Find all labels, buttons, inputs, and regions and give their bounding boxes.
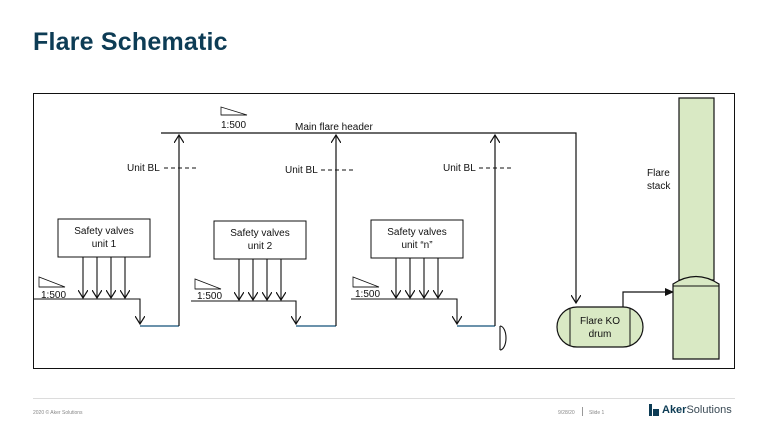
safety-valves-box-line1: Safety valves bbox=[387, 227, 446, 238]
safety-valves-box bbox=[213, 220, 307, 260]
safety-valves-box bbox=[57, 218, 151, 258]
unit-bl-label-2: Unit BL bbox=[285, 165, 318, 176]
safety-valves-box-line1: Safety valves bbox=[74, 226, 133, 237]
footer-date: 9/28/20 bbox=[558, 410, 575, 416]
safety-valves-box-line2: unit 2 bbox=[248, 241, 273, 252]
unit-bl-label-n: Unit BL bbox=[443, 163, 476, 174]
flare-ko-drum: Flare KO drum bbox=[556, 306, 644, 348]
unit-n-group: Safety valves unit “n” 1:500 Unit BL bbox=[351, 135, 511, 351]
safety-valves-box-line1: Safety valves bbox=[230, 228, 289, 239]
footer-slide-label: Slide 1 bbox=[589, 410, 605, 416]
safety-valves-box-line2: unit “n” bbox=[401, 240, 432, 251]
flare-stack-label-line2: stack bbox=[647, 181, 671, 192]
brand-wordmark: AkerSolutions bbox=[662, 404, 732, 416]
brand-bold: Aker bbox=[662, 404, 687, 416]
aker-logo-mark-icon bbox=[649, 404, 659, 416]
main-flare-header bbox=[161, 132, 576, 303]
header-slope-label: 1:500 bbox=[221, 120, 246, 131]
header-slope-indicator bbox=[220, 106, 248, 116]
unit-2-group: Safety valves unit 2 1:500 Unit BL bbox=[191, 135, 353, 327]
ko-drum-label-line2: drum bbox=[589, 329, 612, 340]
unit-n-slope-label: 1:500 bbox=[355, 289, 380, 300]
brand-light: Solutions bbox=[686, 404, 732, 416]
slide-title: Flare Schematic bbox=[33, 28, 228, 56]
footer-separator bbox=[582, 407, 583, 416]
aker-solutions-logo: AkerSolutions bbox=[649, 404, 732, 416]
footer-divider bbox=[33, 398, 735, 399]
unit-2-slope-label: 1:500 bbox=[197, 291, 222, 302]
flare-stack-label-line1: Flare bbox=[647, 168, 670, 179]
safety-valves-box bbox=[370, 219, 464, 259]
unit-1-slope-label: 1:500 bbox=[41, 290, 66, 301]
drain-cap bbox=[499, 325, 507, 351]
safety-valves-box-line2: unit 1 bbox=[92, 239, 117, 250]
unit-1-group: Safety valves unit 1 1:500 Unit BL bbox=[33, 135, 197, 327]
flare-schematic-diagram: 1:500 Main flare header Safety valves un… bbox=[33, 93, 735, 369]
flare-stack: Flare stack bbox=[647, 97, 720, 360]
main-header-label: Main flare header bbox=[295, 122, 373, 133]
footer-copyright: 2020 © Aker Solutions bbox=[33, 410, 83, 416]
unit-bl-label-1: Unit BL bbox=[127, 163, 160, 174]
drum-to-stack-pipe bbox=[622, 288, 674, 307]
ko-drum-label-line1: Flare KO bbox=[580, 316, 620, 327]
